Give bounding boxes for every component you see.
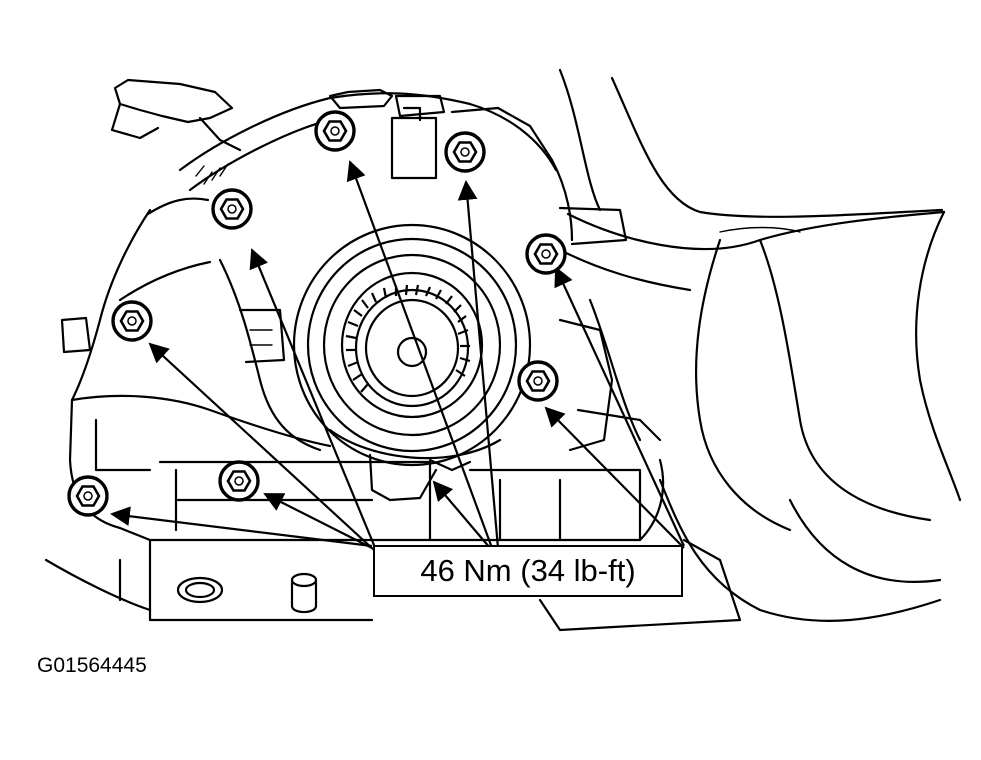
spline-teeth [345,284,471,393]
leader-arrow [432,480,491,549]
hex-bolt-icon [111,300,153,342]
output-flange [292,223,532,502]
leader-arrow [346,160,494,549]
leader-arrow [148,342,375,551]
hex-bolt-icon [517,360,559,402]
leader-arrow [554,266,685,547]
hex-bolt-icon [218,460,260,502]
leader-arrow [457,180,500,549]
leader-arrows [110,160,685,551]
transmission-housing [60,197,742,632]
background-panels [558,68,962,622]
hex-bolt-icon [314,110,356,152]
torque-value: 46 Nm (34 lb-ft) [420,553,636,588]
hex-bolt-icon [525,233,567,275]
leader-arrow [249,248,378,551]
leader-arrow [263,493,373,549]
leader-arrow [110,506,373,548]
hex-bolt-icon [444,131,486,173]
hex-bolt-icon [211,188,253,230]
torque-callout: 46 Nm (34 lb-ft) [373,545,683,597]
figure-id: G01564445 [37,654,147,677]
hex-bolt-icon [67,475,109,517]
upper-bracket [110,78,628,246]
lower-plate [44,558,318,614]
leader-arrow [544,406,685,549]
